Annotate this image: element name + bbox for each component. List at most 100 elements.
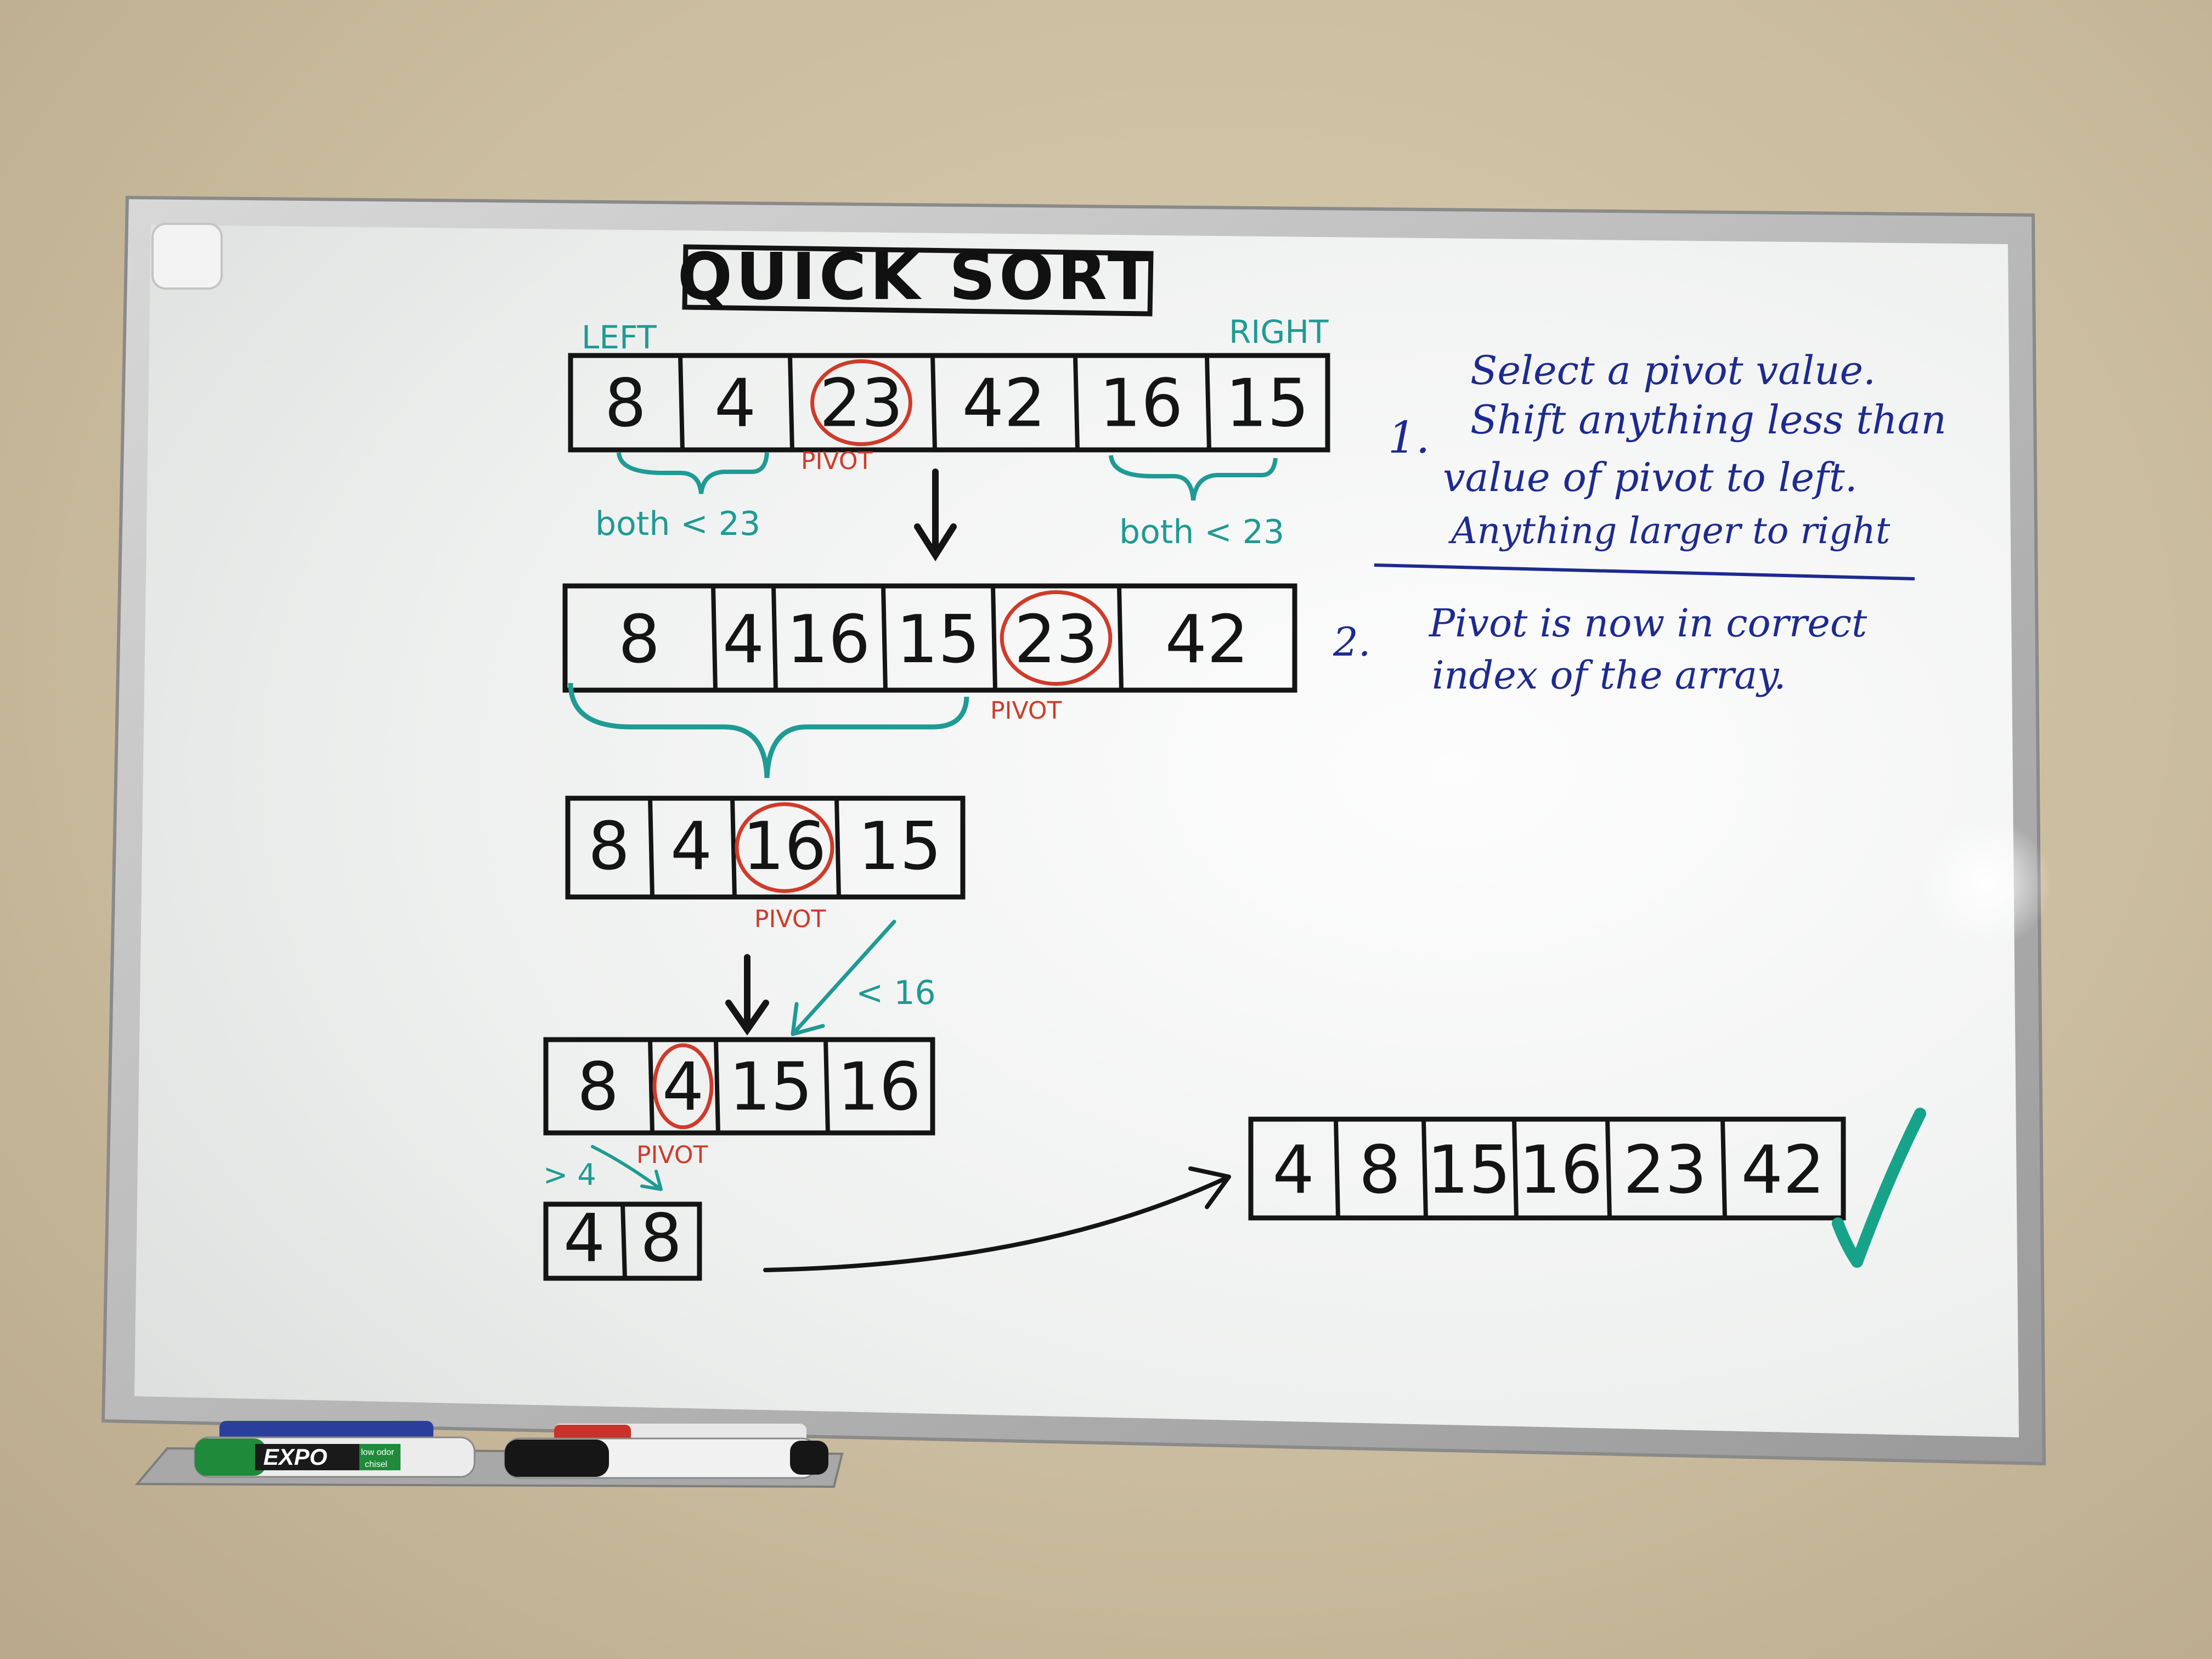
cell-divider	[788, 355, 794, 450]
array-cell-value: 16	[1099, 365, 1183, 442]
pivot-label-row4: PIVOT	[636, 1141, 708, 1169]
array-cell-value: 15	[1226, 365, 1310, 442]
lt16-label: < 16	[856, 974, 936, 1012]
pivot-circle	[810, 359, 912, 447]
step1-number: 1.	[1388, 412, 1430, 463]
left-label: LEFT	[582, 319, 657, 356]
array-cell-value: 15	[729, 1049, 813, 1125]
brace-right-row1	[1109, 455, 1278, 501]
marker-chisel: chisel	[365, 1460, 387, 1469]
marker-low-odor: low odor	[361, 1448, 394, 1457]
array-left-sub-after-outline	[543, 1037, 935, 1136]
cell-divider	[1512, 1119, 1519, 1218]
cell-divider	[714, 1039, 720, 1133]
array-cell-value: 42	[962, 365, 1046, 442]
array-cell-value: 8	[577, 1049, 619, 1125]
pivot-circle	[735, 802, 834, 893]
down-arrow-1	[914, 469, 957, 562]
down-arrow-2	[725, 954, 769, 1036]
pivot-label-row1: PIVOT	[801, 447, 872, 475]
array-cell-value: 15	[896, 602, 980, 678]
array-cell-value: 15	[858, 809, 942, 885]
corner-magnet	[151, 223, 223, 290]
array-cell-value: 23	[1014, 602, 1098, 678]
cell-divider	[823, 1039, 830, 1133]
step2-line2: index of the array.	[1432, 653, 1786, 698]
array-cell-value: 4	[670, 809, 712, 885]
step1-line1: Shift anything less than	[1470, 397, 1946, 443]
cell-divider	[711, 585, 718, 691]
cell-divider	[678, 355, 685, 450]
array-sorted-outline	[1248, 1116, 1846, 1221]
array-cell-value: 8	[605, 365, 646, 442]
checkmark-icon	[1832, 1108, 1926, 1268]
brace-left-row1	[617, 452, 769, 494]
cell-divider	[1073, 355, 1080, 450]
array-cell-value: 16	[743, 809, 827, 885]
both-lt23-right: both < 23	[1119, 513, 1284, 551]
board-glare	[1920, 817, 2052, 949]
array-initial-outline	[568, 353, 1330, 453]
cell-divider	[1605, 1119, 1612, 1218]
array-cell-value: 23	[820, 365, 904, 442]
array-cell-value: 16	[787, 602, 871, 678]
notes-divider	[1374, 563, 1915, 580]
cell-divider	[1421, 1119, 1428, 1218]
array-cell-value: 42	[1165, 602, 1249, 678]
cell-divider	[834, 798, 841, 898]
array-cell-value: 8	[1359, 1132, 1401, 1209]
cell-divider	[771, 585, 778, 691]
cell-divider	[648, 798, 654, 898]
step1-line2: value of pivot to left.	[1443, 454, 1858, 500]
step1-line3: Anything larger to right	[1448, 510, 1891, 552]
pivot-label-row3: PIVOT	[754, 905, 826, 933]
gt4-arrow	[591, 1145, 663, 1191]
pivot-label-row2: PIVOT	[990, 697, 1062, 725]
array-cell-value: 4	[662, 1049, 704, 1125]
long-arrow-to-sorted	[763, 1166, 1231, 1272]
array-cell-value: 4	[723, 602, 764, 678]
array-cell-value: 16	[837, 1049, 921, 1125]
cell-divider	[881, 585, 888, 691]
board-title: QUICK SORT	[678, 239, 1155, 314]
array-left-sub-outline	[565, 795, 966, 900]
array-cell-value: 4	[714, 365, 756, 442]
cell-divider	[648, 1039, 654, 1133]
cell-divider	[930, 355, 937, 450]
right-label: RIGHT	[1229, 313, 1329, 351]
cell-divider	[1205, 355, 1211, 450]
step2-line1: Pivot is now in correct	[1428, 601, 1867, 646]
cell-divider	[1720, 1119, 1727, 1218]
array-cell-value: 8	[640, 1201, 682, 1277]
array-cell-value: 23	[1623, 1132, 1707, 1209]
array-cell-value: 4	[563, 1201, 605, 1277]
array-cell-value: 15	[1427, 1132, 1511, 1209]
cell-divider	[991, 585, 997, 691]
brace-row2	[568, 682, 969, 778]
array-after-partition-outline	[562, 583, 1297, 693]
step2-number: 2.	[1333, 619, 1371, 665]
both-lt23-left: both < 23	[595, 505, 760, 543]
marker-black	[504, 1437, 828, 1479]
array-cell-value: 4	[1272, 1132, 1314, 1209]
marker-brand: EXPO	[263, 1444, 328, 1470]
array-cell-value: 8	[588, 809, 630, 885]
array-cell-value: 42	[1741, 1132, 1825, 1209]
array-cell-value: 16	[1519, 1132, 1603, 1209]
lt16-arrow	[791, 919, 896, 1036]
pivot-circle	[652, 1043, 714, 1130]
gt4-label: > 4	[543, 1158, 596, 1192]
cell-divider	[620, 1204, 627, 1279]
cell-divider	[1117, 585, 1124, 691]
title-box: QUICK SORT	[678, 239, 1155, 317]
array-cell-value: 8	[618, 602, 660, 678]
pivot-circle	[1000, 590, 1113, 686]
